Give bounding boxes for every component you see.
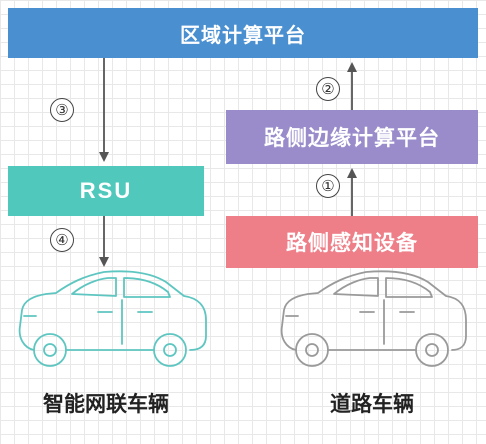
- regional-computing-platform: 区域计算平台: [8, 8, 478, 58]
- step-1-marker: ①: [316, 174, 340, 198]
- road-vehicle-label: 道路车辆: [330, 392, 414, 416]
- roadside-sensing-devices: 路侧感知设备: [226, 216, 478, 268]
- step-2-marker: ②: [316, 77, 340, 101]
- roadside-sensing-devices-label: 路侧感知设备: [286, 231, 418, 255]
- step-3-marker: ③: [50, 98, 74, 122]
- step-4-marker: ④: [50, 228, 74, 252]
- roadside-edge-computing-platform: 路侧边缘计算平台: [226, 110, 478, 164]
- rsu-unit: RSU: [8, 166, 204, 216]
- connected-vehicle-label: 智能网联车辆: [43, 392, 169, 416]
- regional-computing-platform-label: 区域计算平台: [180, 22, 306, 47]
- rsu-label: RSU: [79, 178, 133, 203]
- roadside-edge-computing-platform-label: 路侧边缘计算平台: [264, 126, 440, 150]
